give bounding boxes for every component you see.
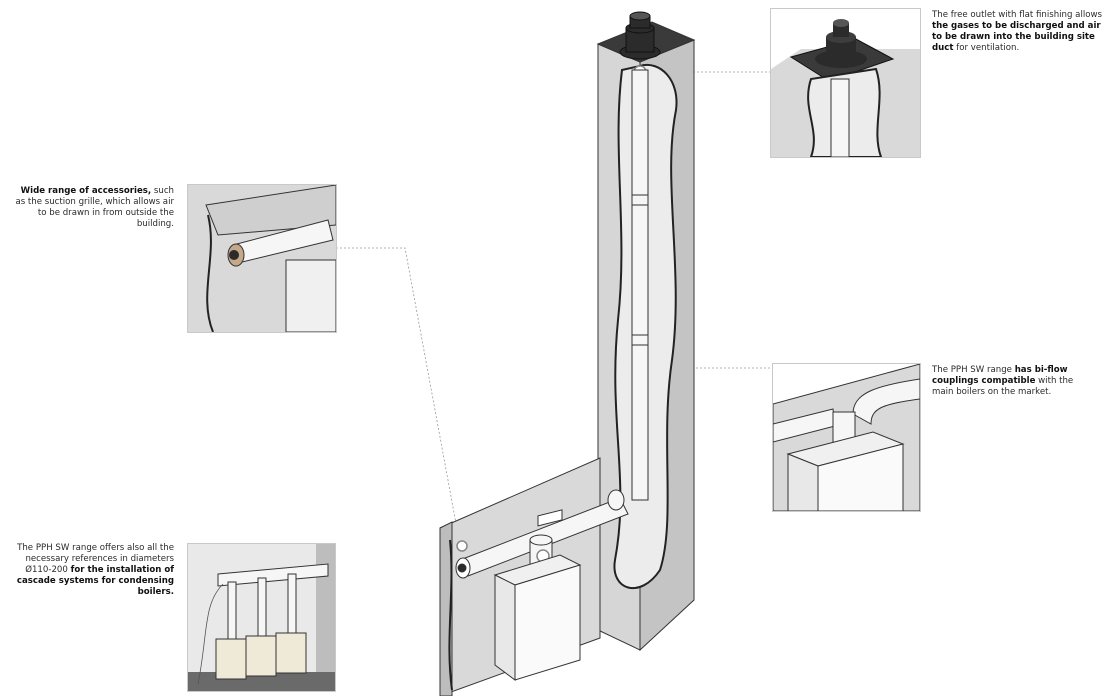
caption-cascade: The PPH SW range offers also all the nec…: [14, 543, 174, 598]
caption-accessories: Wide range of accessories, such as the s…: [14, 186, 174, 230]
inset-biflow: [772, 363, 921, 512]
caption-cascade-bold: for the installation of cascade systems …: [16, 565, 174, 597]
caption-outlet-bold: the gases to be discharged and air to be…: [932, 21, 1101, 53]
vertical-flue: [631, 69, 649, 501]
caption-biflow-bold: has bi-flow couplings compatible: [932, 365, 1068, 386]
boiler: [493, 509, 582, 681]
grille-marker: [456, 540, 468, 552]
caption-outlet: The free outlet with flat finishing allo…: [932, 10, 1102, 54]
inset-cascade: [187, 543, 336, 692]
caption-biflow: The PPH SW range has bi-flow couplings c…: [932, 365, 1097, 398]
caption-outlet-text2: for ventilation.: [953, 43, 1020, 53]
caption-accessories-text: such as the suction grille, which allows…: [15, 186, 174, 229]
caption-cascade-text: The PPH SW range offers also all the nec…: [17, 543, 174, 575]
inset-outlet: [770, 8, 921, 158]
caption-outlet-text1: The free outlet with flat finishing allo…: [932, 10, 1102, 20]
caption-biflow-text2: with the main boilers on the market.: [932, 376, 1074, 397]
inset-accessories: [187, 184, 337, 333]
top-terminal: [619, 11, 661, 60]
caption-accessories-bold: Wide range of accessories,: [20, 186, 152, 196]
caption-biflow-text1: The PPH SW range: [932, 365, 1015, 375]
leader-accessories: [336, 247, 461, 546]
